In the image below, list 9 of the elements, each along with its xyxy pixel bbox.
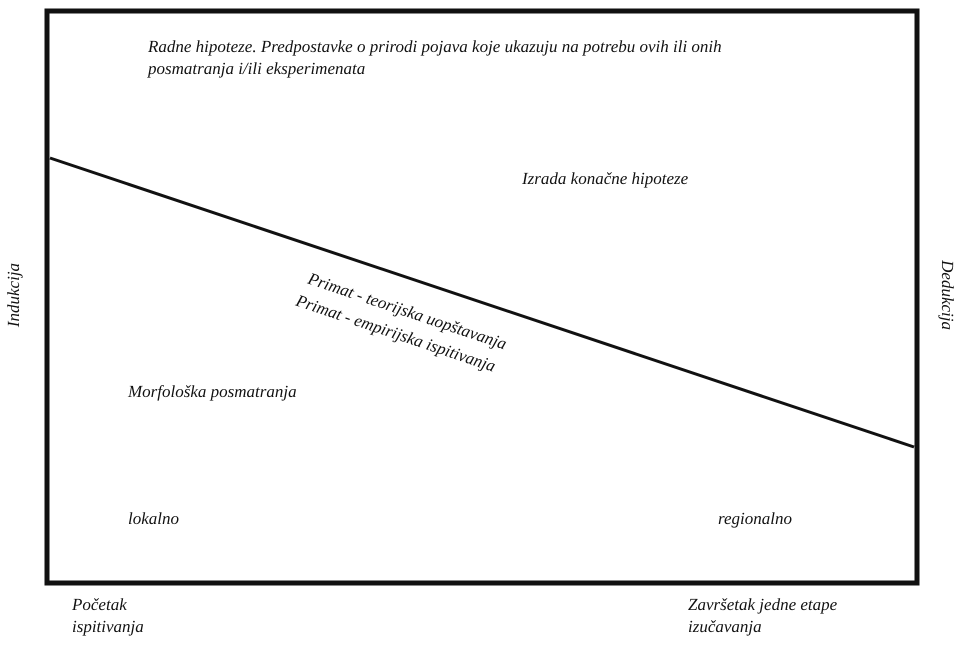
region-label: Morfološka posmatranja <box>128 381 297 403</box>
side-label: Indukcija <box>3 262 24 328</box>
region-label: Izrada konačne hipoteze <box>522 168 688 190</box>
scale-label: lokalno <box>128 508 179 530</box>
hypothesis-note: Radne hipoteze. Predpostavke o prirodi pojava koje ukazuju na potrebu ovih ili onih posmatranja i/ili eksperimenata <box>148 36 723 80</box>
scale-label: regionalno <box>718 508 792 530</box>
axis-end-label: Početak ispitivanja <box>72 594 145 638</box>
axis-end-label: Završetak jedne etape izučavanja <box>688 594 838 638</box>
side-label: Dedukcija <box>936 260 958 330</box>
